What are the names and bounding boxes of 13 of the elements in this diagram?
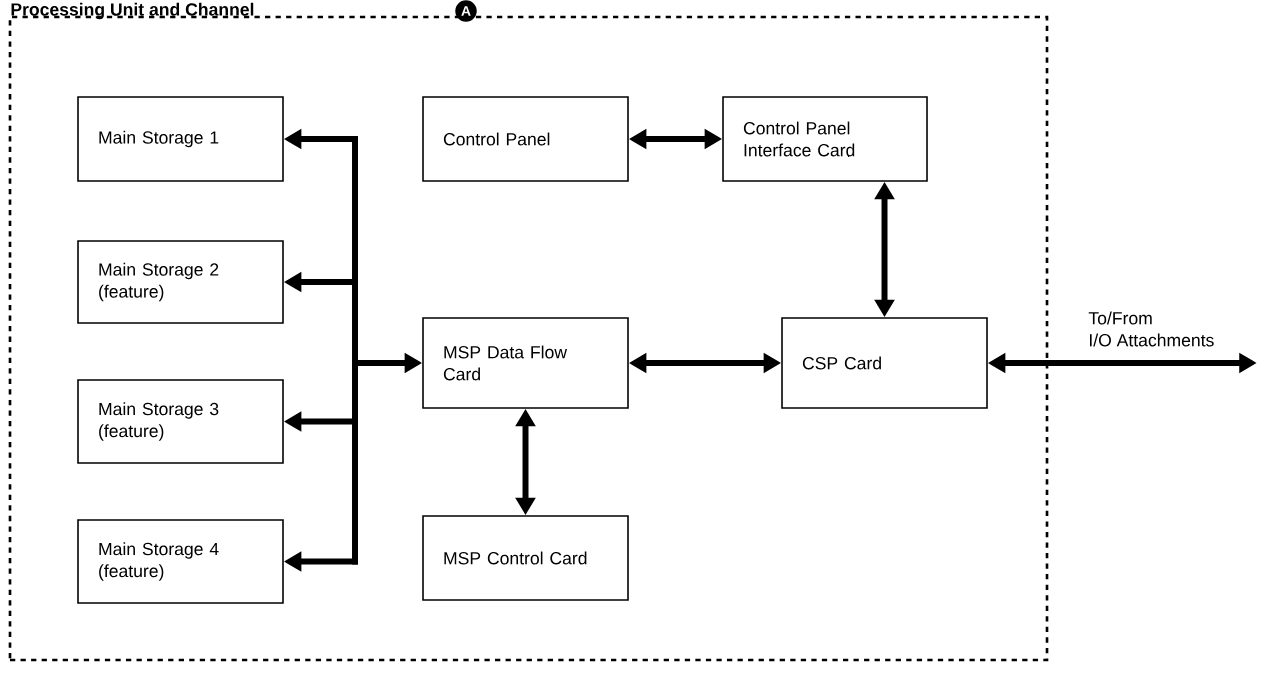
block-box: Main Storage 3 (feature) [77, 379, 284, 464]
block-box: Control Panel Interface Card [722, 96, 928, 182]
block-box: MSP Data Flow Card [422, 317, 629, 409]
block-box: MSP Control Card [422, 515, 629, 601]
block-box: CSP Card [781, 317, 988, 409]
block-box: Main Storage 2 (feature) [77, 240, 284, 324]
block-box: Main Storage 4 (feature) [77, 519, 284, 604]
frame-title: Processing Unit and Channel [11, 2, 254, 20]
callout-letter: A [455, 0, 477, 22]
block-box: Main Storage 1 [77, 96, 284, 182]
block-box: Control Panel [422, 96, 629, 182]
io-label: To/From [1088, 311, 1152, 325]
io-label: I/O Attachments [1090, 333, 1214, 347]
